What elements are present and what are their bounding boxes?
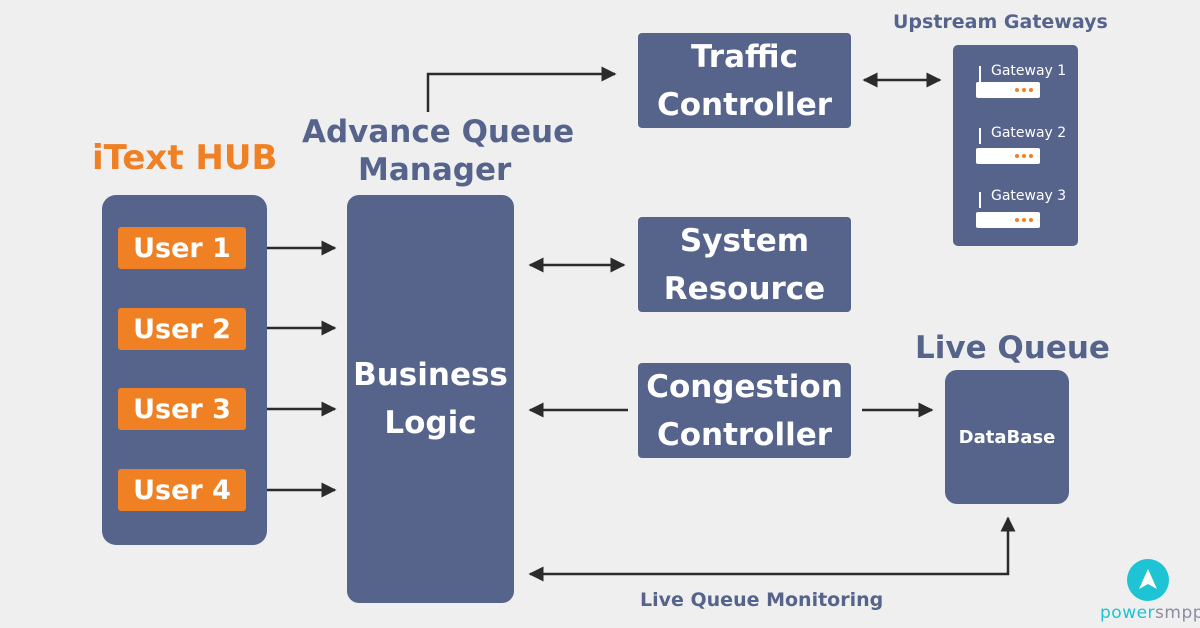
database-box: DataBase: [945, 370, 1069, 504]
business-logic-line2: Logic: [384, 405, 477, 441]
congestion-controller-box: Congestion Controller: [638, 363, 851, 458]
traffic-controller-line2: Controller: [656, 86, 833, 123]
queue-manager-title-line1: Advance Queue: [302, 114, 575, 150]
gateway-2-label: Gateway 2: [991, 125, 1067, 141]
powersmpp-logo-text: powersmpp: [1100, 603, 1200, 623]
user-2: User 2: [118, 308, 246, 350]
gateway-3-device-icon: [976, 212, 1040, 228]
traffic-controller-box: Traffic Controller: [638, 33, 851, 128]
logo-text-smpp: smpp: [1155, 603, 1200, 623]
congestion-controller-line2: Controller: [656, 416, 833, 453]
arrow-live-queue-monitoring: [528, 516, 1016, 582]
system-resource-line2: Resource: [663, 270, 826, 307]
hub-title: iText HUB: [92, 138, 278, 178]
queue-manager-title-line2: Manager: [358, 152, 512, 188]
gateway-2-antenna: [979, 128, 981, 144]
logo-text-power: power: [1100, 603, 1156, 623]
gateways-title: Upstream Gateways: [893, 11, 1108, 33]
business-logic-box: Business Logic: [347, 195, 514, 603]
arrow-to-traffic: [426, 66, 617, 112]
system-resource-line1: System: [679, 222, 810, 259]
user-1: User 1: [118, 227, 246, 269]
live-queue-title: Live Queue: [915, 330, 1110, 366]
user-3: User 3: [118, 388, 246, 430]
gateway-1-antenna: [979, 66, 981, 82]
system-resource-box: System Resource: [638, 217, 851, 312]
powersmpp-logo-icon: [1127, 559, 1169, 601]
user-4: User 4: [118, 469, 246, 511]
business-logic-line1: Business: [353, 357, 508, 393]
gateway-3-label: Gateway 3: [991, 188, 1067, 204]
gateway-3-antenna: [979, 192, 981, 208]
congestion-controller-line1: Congestion: [646, 368, 843, 405]
gateway-2-device-icon: [976, 148, 1040, 164]
traffic-controller-line1: Traffic: [691, 38, 798, 75]
gateway-1-device-icon: [976, 82, 1040, 98]
live-queue-monitoring-label: Live Queue Monitoring: [640, 589, 884, 611]
gateway-1-label: Gateway 1: [991, 63, 1067, 79]
